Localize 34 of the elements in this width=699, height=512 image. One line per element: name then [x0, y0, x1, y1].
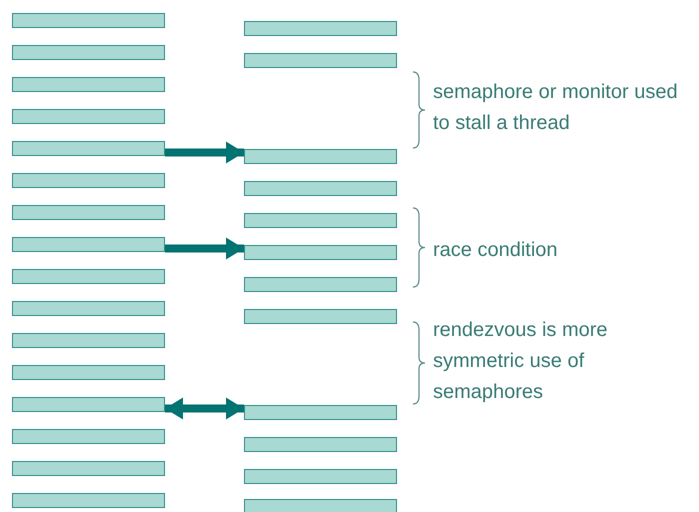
- bar: [12, 301, 165, 316]
- bar: [12, 461, 165, 476]
- bar: [12, 109, 165, 124]
- bar: [12, 493, 165, 508]
- bar: [12, 13, 165, 28]
- bar: [244, 213, 397, 228]
- bar: [244, 277, 397, 292]
- bar: [12, 205, 165, 220]
- bar: [12, 397, 165, 412]
- bar: [244, 181, 397, 196]
- arrow: [165, 238, 244, 260]
- bar: [244, 53, 397, 68]
- bar: [244, 21, 397, 36]
- bar: [12, 141, 165, 156]
- bar: [12, 77, 165, 92]
- bar: [244, 469, 397, 484]
- bar: [12, 333, 165, 348]
- note-text: semaphore or monitor used to stall a thread: [433, 80, 679, 136]
- bar: [12, 45, 165, 60]
- bar: [244, 309, 397, 324]
- arrow: [165, 142, 244, 164]
- bar: [12, 269, 165, 284]
- double-arrow: [165, 398, 244, 420]
- bar: [12, 173, 165, 188]
- bar: [244, 499, 397, 512]
- note-text: rendezvous is more symmetric use of semaphores: [433, 318, 609, 405]
- bar: [244, 437, 397, 452]
- bar: [12, 237, 165, 252]
- bar: [244, 245, 397, 260]
- note-text: race condition: [433, 238, 559, 263]
- bar: [12, 365, 165, 380]
- bar: [12, 429, 165, 444]
- bar: [244, 405, 397, 420]
- bar: [244, 149, 397, 164]
